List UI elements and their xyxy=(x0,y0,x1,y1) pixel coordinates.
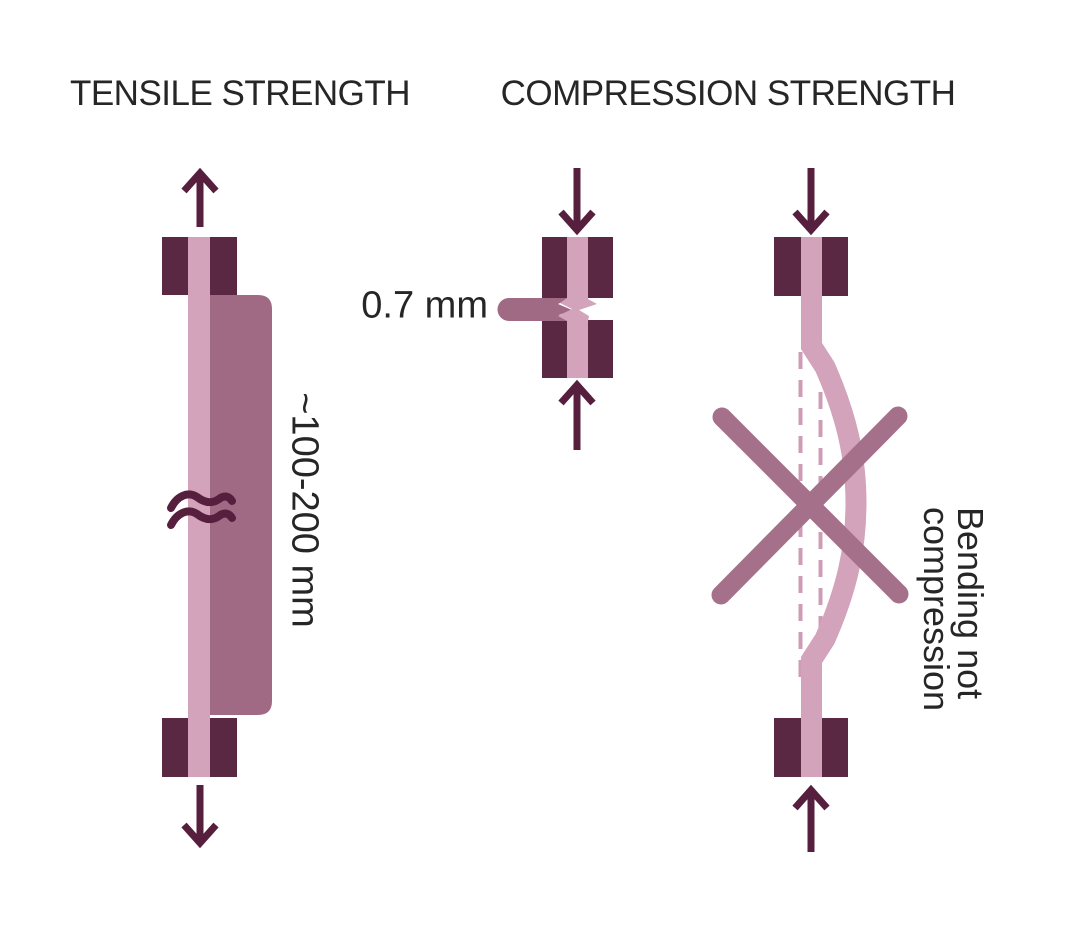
gauge-length-label: 0.7 mm xyxy=(361,284,488,327)
specimen-length-label: ~100-200 mm xyxy=(283,392,326,628)
tensile-diagram xyxy=(162,167,272,849)
arrow-down-icon xyxy=(558,168,596,236)
specimen-strip-broken xyxy=(558,237,597,378)
bending-diagram xyxy=(711,168,909,852)
bending-note-label: Bending not compression xyxy=(916,506,991,712)
arrow-up-icon xyxy=(558,379,596,450)
bent-specimen-strip xyxy=(801,237,867,777)
arrow-down-icon xyxy=(181,785,219,849)
cross-out-x-icon xyxy=(711,406,909,605)
tensile-strength-title: TENSILE STRENGTH xyxy=(69,74,411,113)
arrow-up-icon xyxy=(181,167,219,227)
length-bracket xyxy=(210,295,272,715)
arrow-up-icon xyxy=(792,784,830,852)
compression-strength-title: COMPRESSION STRENGTH xyxy=(500,74,956,113)
gauge-pointer xyxy=(497,298,572,321)
arrow-down-icon xyxy=(792,168,830,236)
specimen-strip xyxy=(188,237,210,777)
compression-diagram xyxy=(497,168,613,450)
break-symbol-icon xyxy=(167,490,236,529)
